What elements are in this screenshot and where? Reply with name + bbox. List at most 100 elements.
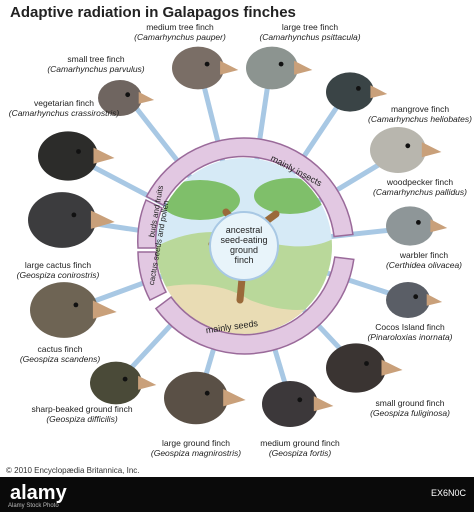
eye-icon — [278, 61, 284, 67]
finch-item: sharp-beaked ground finch(Geospiza diffi… — [31, 361, 157, 424]
finch-head-icon — [172, 46, 224, 90]
finch-item: large tree finch(Camarhynchus psittacula… — [246, 22, 361, 90]
finch-group: medium tree finch(Camarhynchus pauper)la… — [9, 22, 472, 458]
finch-head-icon — [386, 206, 434, 246]
diet-ring — [137, 137, 355, 355]
eye-icon — [416, 220, 421, 225]
watermark-sub: Alamy Stock Photo — [8, 503, 59, 509]
center-label-line1: ancestral — [226, 225, 263, 235]
finch-latin-name: (Camarhynchus crassirostris) — [9, 108, 120, 118]
finch-item: cactus finch(Geospiza scandens) — [20, 282, 117, 364]
eye-icon — [73, 302, 79, 308]
finch-latin-name: (Camarhynchus pallidus) — [373, 187, 467, 197]
beak-icon — [223, 389, 246, 407]
finch-item: small tree finch(Camarhynchus parvulus) — [47, 54, 155, 117]
eye-icon — [204, 390, 210, 396]
beak-icon — [381, 359, 403, 376]
finch-common-name: large cactus finch — [25, 260, 91, 270]
watermark-logo: alamy — [10, 482, 67, 504]
eye-icon — [356, 86, 361, 91]
beak-icon — [421, 142, 442, 158]
finch-latin-name: (Pinaroloxias inornata) — [367, 332, 452, 342]
watermark-bar — [0, 477, 474, 512]
finch-latin-name: (Camarhynchus heliobates) — [368, 114, 472, 124]
diet-arc-seeds — [154, 256, 355, 355]
eye-icon — [122, 376, 128, 382]
beak-icon — [138, 91, 155, 104]
beak-icon — [294, 60, 313, 75]
finch-head-icon — [90, 361, 142, 405]
finch-latin-name: (Geospiza fortis) — [269, 448, 332, 458]
finch-head-icon — [326, 343, 386, 393]
finch-common-name: woodpecker finch — [386, 177, 453, 187]
eye-icon — [71, 212, 77, 218]
finch-item: woodpecker finch(Camarhynchus pallidus) — [370, 127, 467, 197]
finch-latin-name: (Geospiza conirostris) — [17, 270, 100, 280]
finch-item: mangrove finch(Camarhynchus heliobates) — [326, 72, 472, 124]
finch-latin-name: (Camarhynchus pauper) — [134, 32, 226, 42]
finch-item: medium tree finch(Camarhynchus pauper) — [134, 22, 239, 90]
finch-common-name: medium tree finch — [146, 22, 214, 32]
finch-latin-name: (Geospiza difficilis) — [46, 414, 117, 424]
finch-head-icon — [246, 46, 298, 90]
finch-latin-name: (Camarhynchus psittacula) — [259, 32, 360, 42]
finch-common-name: medium ground finch — [260, 438, 340, 448]
finch-head-icon — [38, 131, 98, 181]
finch-common-name: vegetarian finch — [34, 98, 94, 108]
finch-head-icon — [370, 127, 426, 173]
beak-icon — [430, 219, 448, 233]
finch-latin-name: (Certhidea olivacea) — [386, 260, 462, 270]
diet-arc-cactus — [137, 251, 168, 302]
finch-item: vegetarian finch(Camarhynchus crassirost… — [9, 98, 120, 181]
finch-common-name: large tree finch — [282, 22, 338, 32]
finch-item: warbler finch(Certhidea olivacea) — [386, 206, 462, 270]
beak-icon — [313, 396, 334, 412]
finch-latin-name: (Geospiza scandens) — [20, 354, 100, 364]
eye-icon — [364, 361, 369, 366]
center-label-line4: finch — [234, 255, 253, 265]
finch-latin-name: (Geospiza magnirostris) — [151, 448, 241, 458]
beak-icon — [93, 147, 115, 164]
eye-icon — [297, 397, 303, 403]
finch-latin-name: (Geospiza fuliginosa) — [370, 408, 450, 418]
eye-icon — [405, 143, 411, 149]
finch-radiation-diagram: mainly insects mainly seeds buds and fru… — [9, 22, 472, 458]
beak-icon — [138, 375, 157, 390]
beak-icon — [90, 210, 115, 229]
finch-item: large cactus finch(Geospiza conirostris) — [17, 192, 115, 280]
figure-title: Adaptive radiation in Galapagos finches — [10, 4, 296, 21]
finch-head-icon — [326, 72, 374, 112]
finch-common-name: large ground finch — [162, 438, 230, 448]
eye-icon — [204, 61, 210, 67]
eye-icon — [125, 92, 131, 98]
finch-latin-name: (Camarhynchus parvulus) — [47, 64, 144, 74]
finch-head-icon — [98, 79, 142, 117]
beak-icon — [92, 300, 117, 319]
finch-item: small ground finch(Geospiza fuliginosa) — [326, 343, 450, 418]
finch-common-name: sharp-beaked ground finch — [31, 404, 132, 414]
finch-common-name: Cocos Island finch — [375, 322, 445, 332]
beak-icon — [220, 60, 239, 75]
finch-item: medium ground finch(Geospiza fortis) — [260, 381, 340, 458]
finch-head-icon — [28, 192, 96, 248]
finch-common-name: mangrove finch — [391, 104, 449, 114]
beak-icon — [370, 85, 388, 99]
finch-common-name: small tree finch — [67, 54, 124, 64]
finch-item: large ground finch(Geospiza magnirostris… — [151, 371, 246, 458]
diet-arc-buds — [137, 198, 163, 249]
center-label-line3: ground — [230, 245, 258, 255]
eye-icon — [413, 294, 419, 300]
watermark-image-id: EX6N0C — [430, 488, 466, 498]
diet-arc-insects — [145, 137, 354, 238]
finch-common-name: cactus finch — [38, 344, 83, 354]
copyright-notice: © 2010 Encyclopædia Britannica, Inc. — [6, 466, 140, 475]
finch-head-icon — [262, 381, 318, 427]
eye-icon — [76, 149, 81, 154]
beak-icon — [426, 293, 443, 306]
finch-head-icon — [30, 282, 98, 338]
finch-head-icon — [386, 281, 430, 319]
finch-common-name: small ground finch — [376, 398, 445, 408]
finch-common-name: warbler finch — [399, 250, 448, 260]
center-label-line2: seed-eating — [220, 235, 267, 245]
finch-item: Cocos Island finch(Pinaroloxias inornata… — [367, 281, 453, 342]
